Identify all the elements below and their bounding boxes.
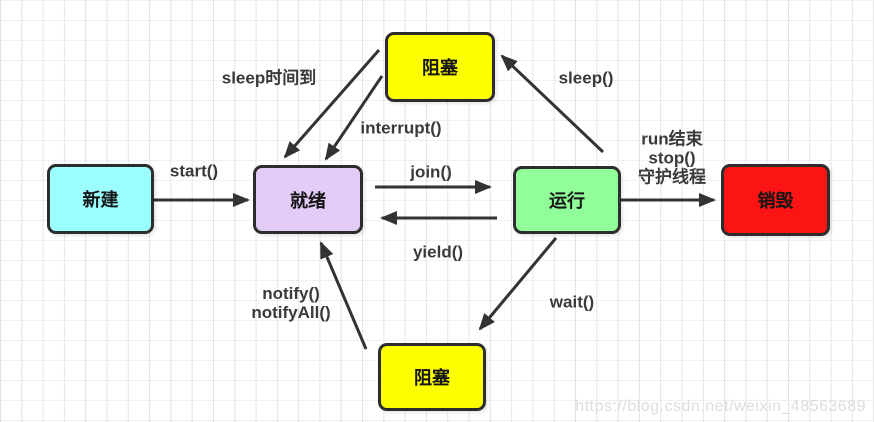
edge-label-yield: yield(): [412, 242, 464, 262]
state-node-running: 运行: [513, 166, 621, 234]
state-node-ready: 就绪: [253, 165, 363, 234]
edge-label-run-end-line3: 守护线程: [638, 167, 706, 187]
state-node-destroyed: 销毁: [721, 164, 830, 236]
edge-label-notify: notify() notifyAll(): [251, 284, 330, 322]
state-node-blocked-bottom: 阻塞: [378, 343, 486, 411]
edge-label-run-end-line1: run结束: [641, 129, 703, 149]
edge-label-interrupt: interrupt(): [360, 118, 442, 138]
state-node-ready-label: 就绪: [290, 190, 326, 211]
state-node-destroyed-label: 销毁: [757, 191, 794, 211]
state-node-blocked-top: 阻塞: [385, 32, 495, 102]
edge-label-sleep-timeout: sleep时间到: [221, 68, 317, 88]
edge-sleep: [500, 54, 605, 154]
edge-label-join: join(): [410, 162, 452, 182]
edge-label-run-end: run结束 stop() 守护线程: [638, 130, 706, 187]
edge-interrupt: [324, 75, 384, 161]
edge-label-sleep: sleep(): [558, 68, 614, 88]
edge-wait: [478, 237, 558, 331]
edge-notify: [319, 241, 368, 350]
state-node-new-label: 新建: [82, 190, 119, 210]
state-node-running-label: 运行: [549, 191, 585, 211]
state-node-blocked-bottom-label: 阻塞: [414, 368, 450, 388]
state-node-blocked-top-label: 阻塞: [422, 58, 458, 78]
csdn-watermark: https://blog.csdn.net/weixin_48563689: [575, 398, 866, 415]
edge-label-run-end-line2: stop(): [648, 148, 696, 168]
edge-sleep-timeout: [283, 49, 381, 159]
edge-label-notify-line1: notify(): [262, 284, 320, 303]
state-node-new: 新建: [47, 164, 154, 234]
edge-label-wait: wait(): [549, 292, 595, 312]
edge-label-notify-line2: notifyAll(): [251, 303, 331, 322]
edge-label-start: start(): [169, 161, 219, 181]
